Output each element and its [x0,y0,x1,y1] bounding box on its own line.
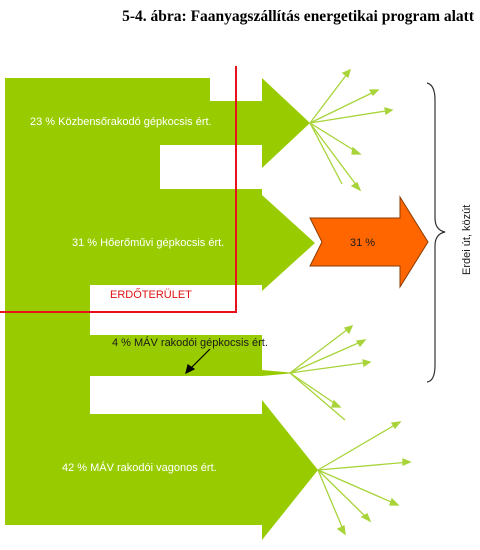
bracket-label: Erdei út, közút [461,205,473,275]
forest-area-label: ERDŐTERÜLET [110,287,192,301]
flow-trunk [5,78,318,540]
flow-label-mav-vagon: 42 % MÁV rakodói vagonos ért. [62,461,217,474]
hub-arrow [309,195,429,289]
figure-title: 5-4. ábra: Faanyagszállítás energetikai … [122,8,474,25]
label-pointer-arrow [185,348,211,375]
forest-boundary-line [0,66,237,313]
ray-fan-top [309,68,394,192]
flow-label-mav-gepkocsi: 4 % MÁV rakodói gépkocsis ért. [112,336,268,349]
ray-fan-bottom [317,421,412,536]
hub-label: 31 % [350,237,375,249]
flow-label-kozbenso: 23 % Közbensőrakodó gépkocsis ért. [30,116,212,128]
road-bracket [426,82,446,383]
ray-fan-middle [289,324,372,421]
flow-label-hoeromuvi: 31 % Hőerőművi gépkocsis ért. [72,237,224,249]
